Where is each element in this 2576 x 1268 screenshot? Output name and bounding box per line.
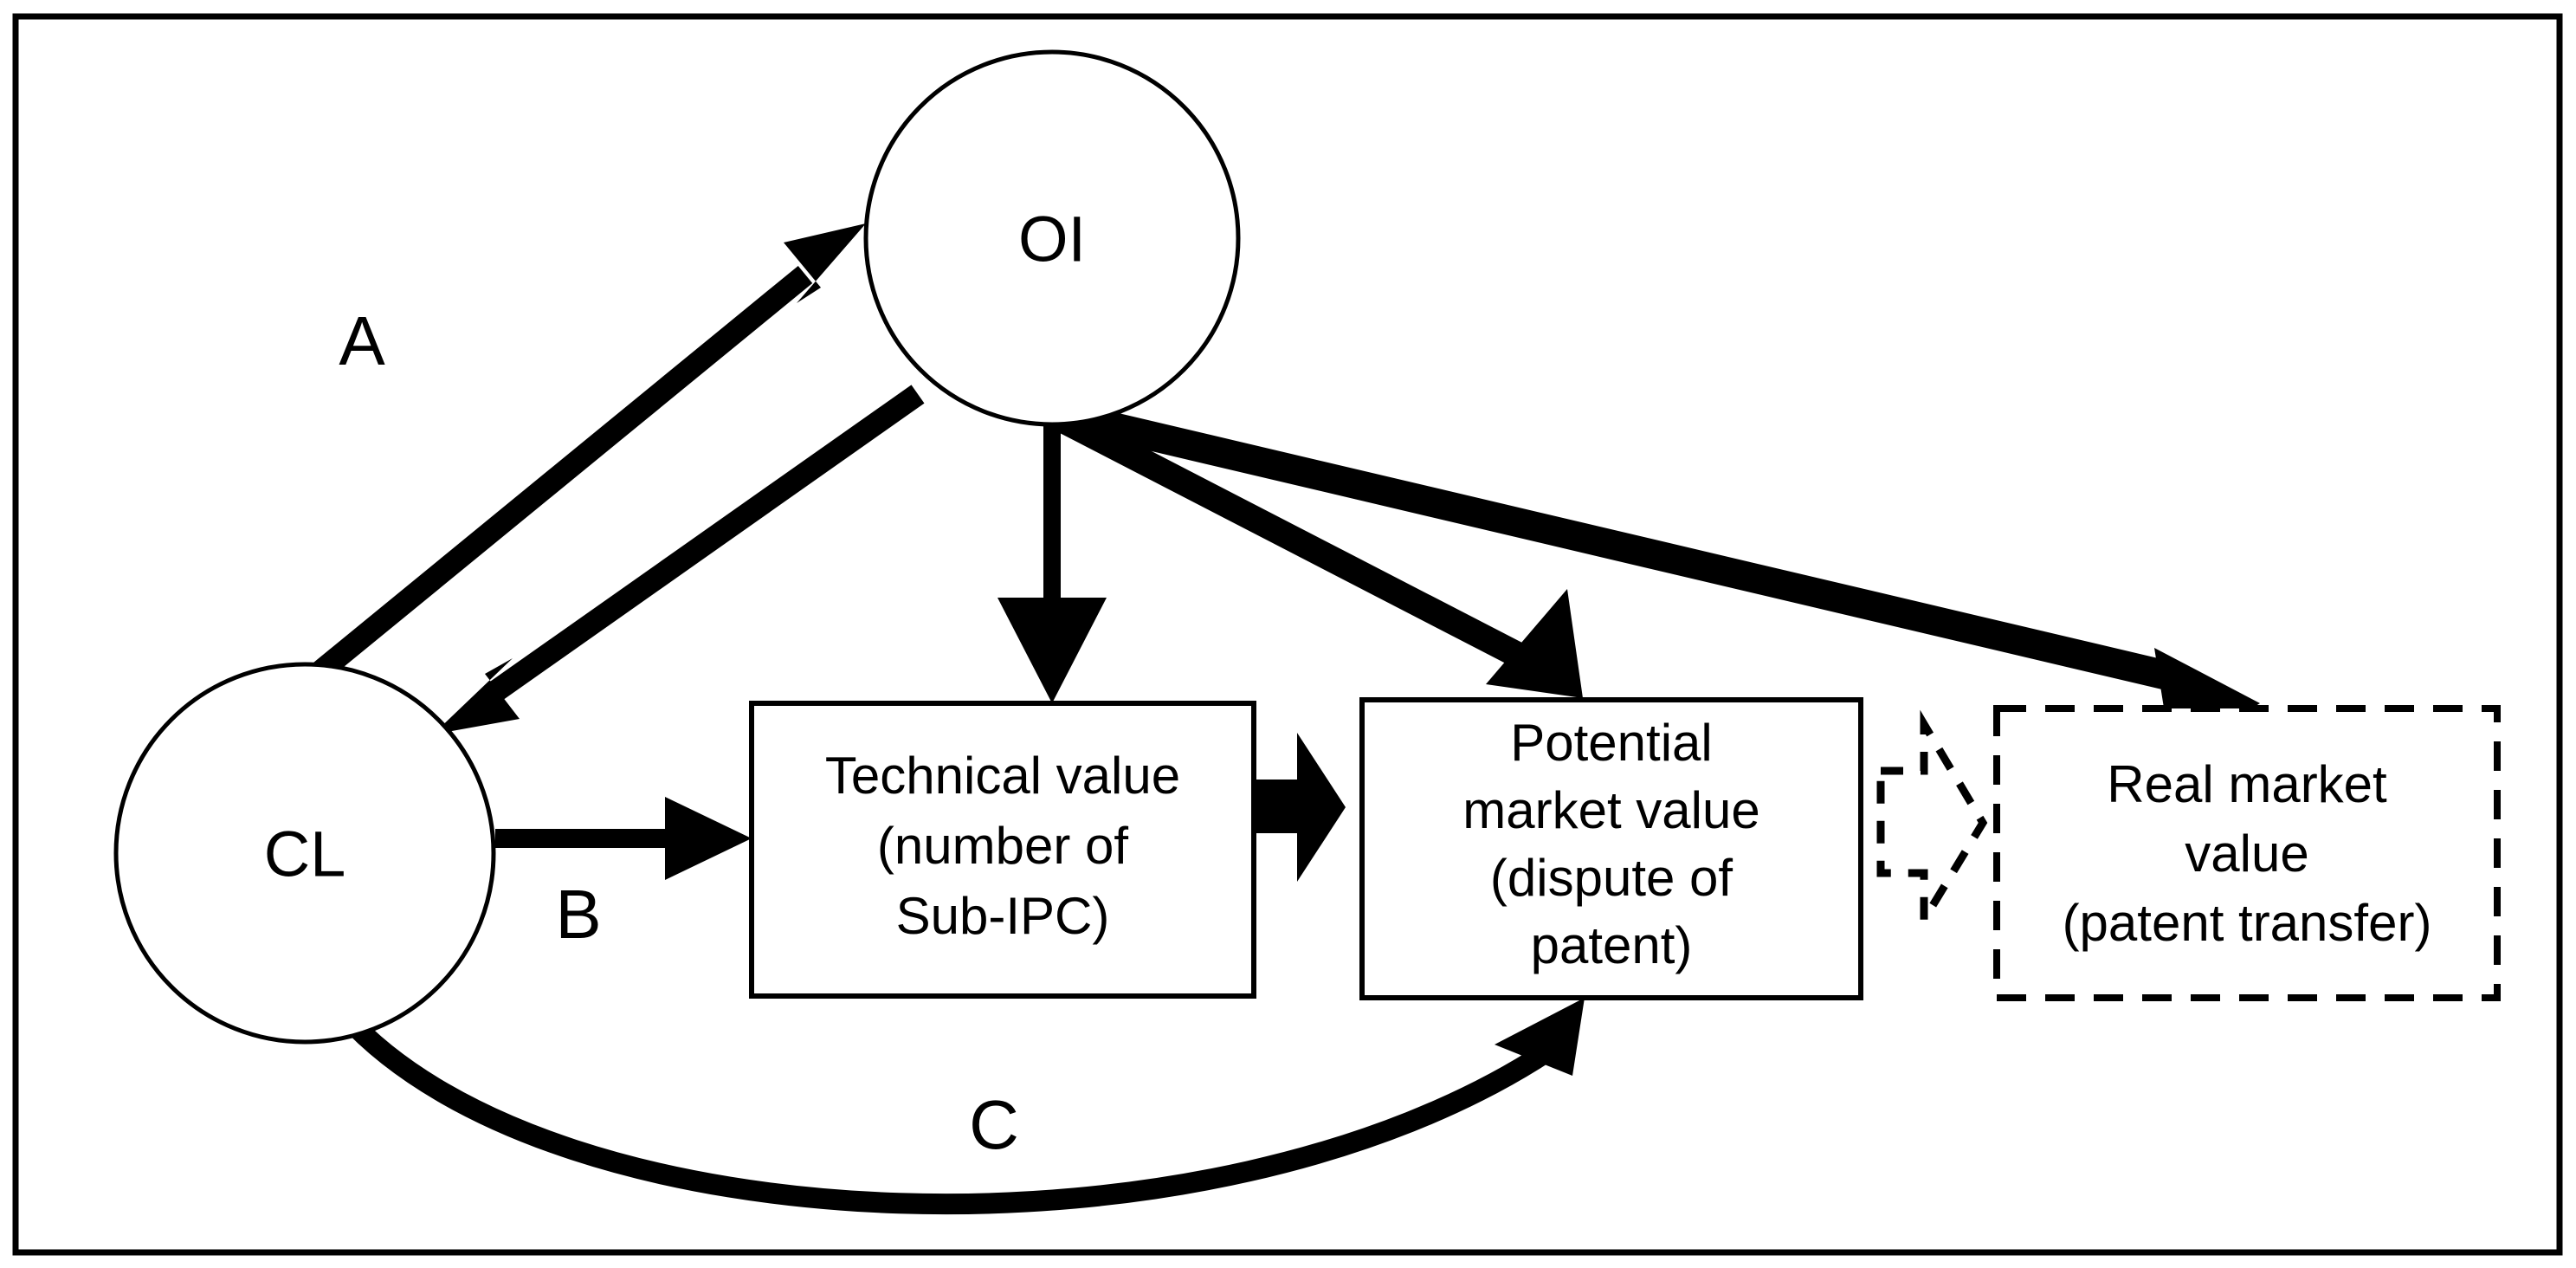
technical-value-line-3: Sub-IPC) <box>896 887 1110 945</box>
edge-oi-to-technical-value <box>997 416 1107 703</box>
block-arrow-technical-to-potential <box>1254 733 1346 882</box>
potential-market-value-line-3: (dispute of <box>1490 849 1733 907</box>
node-technical-value[interactable]: Technical value (number of Sub-IPC) <box>749 701 1256 999</box>
edge-cl-to-potential-market-value <box>334 998 1585 1215</box>
technical-value-line-1: Technical value <box>825 747 1180 805</box>
oi-label: OI <box>1018 204 1086 275</box>
edge-cl-to-technical-value <box>495 797 752 880</box>
potential-market-value-line-2: market value <box>1462 781 1759 839</box>
edge-cl-to-oi <box>297 223 866 694</box>
diagram-frame <box>12 13 2563 1256</box>
edge-label-c: C <box>969 1086 1019 1163</box>
cl-label: CL <box>264 818 346 890</box>
edge-label-a: A <box>339 302 385 379</box>
node-potential-market-value[interactable]: Potential market value (dispute of paten… <box>1359 697 1863 1000</box>
real-market-value-box-shape <box>1993 705 2501 1001</box>
cl-circle-shape <box>113 662 496 1045</box>
node-cl[interactable]: CL <box>113 662 496 1045</box>
edge-label-b: B <box>555 876 601 953</box>
technical-value-box-shape <box>749 701 1256 999</box>
technical-value-line-2: (number of <box>877 817 1128 875</box>
potential-market-value-line-1: Potential <box>1510 714 1713 772</box>
real-market-value-line-2: value <box>2185 825 2308 883</box>
real-market-value-line-3: (patent transfer) <box>2063 894 2432 952</box>
edge-oi-to-potential-market-value <box>1049 404 1583 698</box>
potential-market-value-line-4: patent) <box>1531 916 1693 974</box>
oi-circle-shape <box>863 49 1241 427</box>
potential-market-value-box-shape <box>1359 697 1863 1000</box>
node-oi[interactable]: OI <box>863 49 1241 427</box>
real-market-value-line-1: Real market <box>2107 755 2387 813</box>
edge-oi-to-cl <box>433 385 925 734</box>
node-real-market-value[interactable]: Real market value (patent transfer) <box>1993 705 2501 1001</box>
block-arrow-potential-to-real <box>1876 709 1988 935</box>
